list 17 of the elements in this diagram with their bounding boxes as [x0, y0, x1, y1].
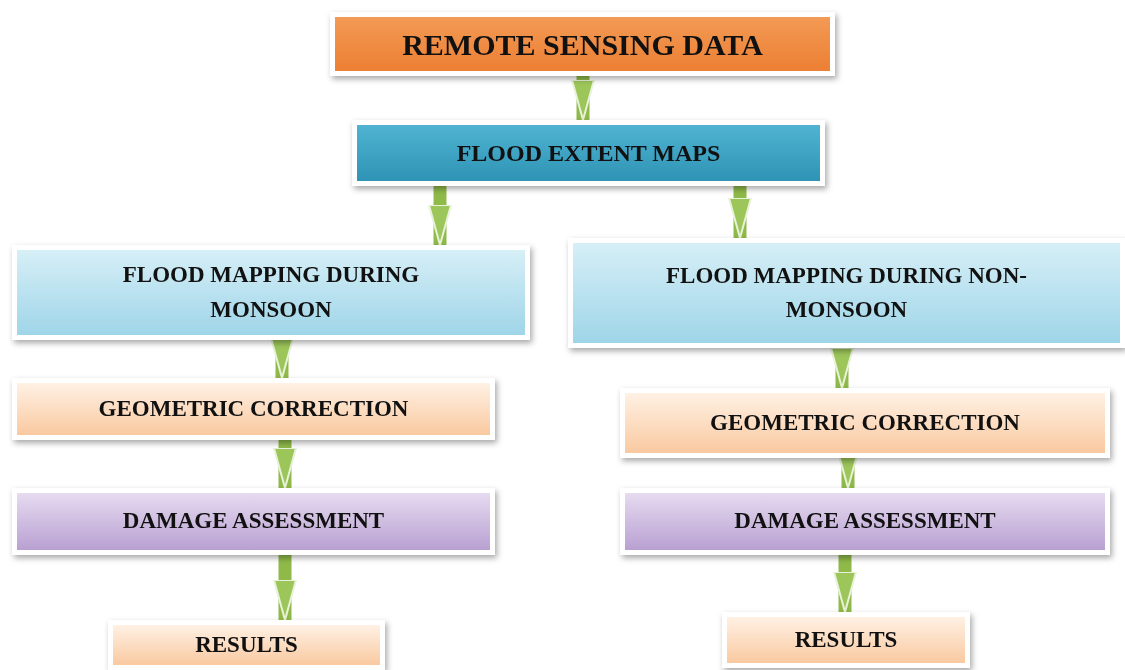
box-label: REMOTE SENSING DATA	[401, 26, 764, 63]
block-arrow	[728, 186, 752, 239]
block-arrow	[833, 555, 857, 613]
block-arrow	[273, 555, 297, 621]
box-label: FLOOD EXTENT MAPS	[455, 139, 722, 168]
box-label: DAMAGE ASSESSMENT	[733, 507, 997, 536]
box-label: DAMAGE ASSESSMENT	[121, 507, 386, 536]
box-label: FLOOD MAPPING DURING MONSOON	[121, 261, 421, 324]
block-arrow	[571, 76, 595, 121]
box-label: RESULTS	[793, 625, 899, 654]
box-label: RESULTS	[194, 630, 299, 659]
box-label: GEOMETRIC CORRECTION	[709, 408, 1021, 437]
block-arrow	[830, 347, 854, 389]
box-label: FLOOD MAPPING DURING NON-MONSOON	[665, 261, 1028, 324]
box-label: GEOMETRIC CORRECTION	[97, 394, 410, 423]
block-arrow	[273, 440, 297, 489]
block-arrow	[428, 186, 452, 246]
